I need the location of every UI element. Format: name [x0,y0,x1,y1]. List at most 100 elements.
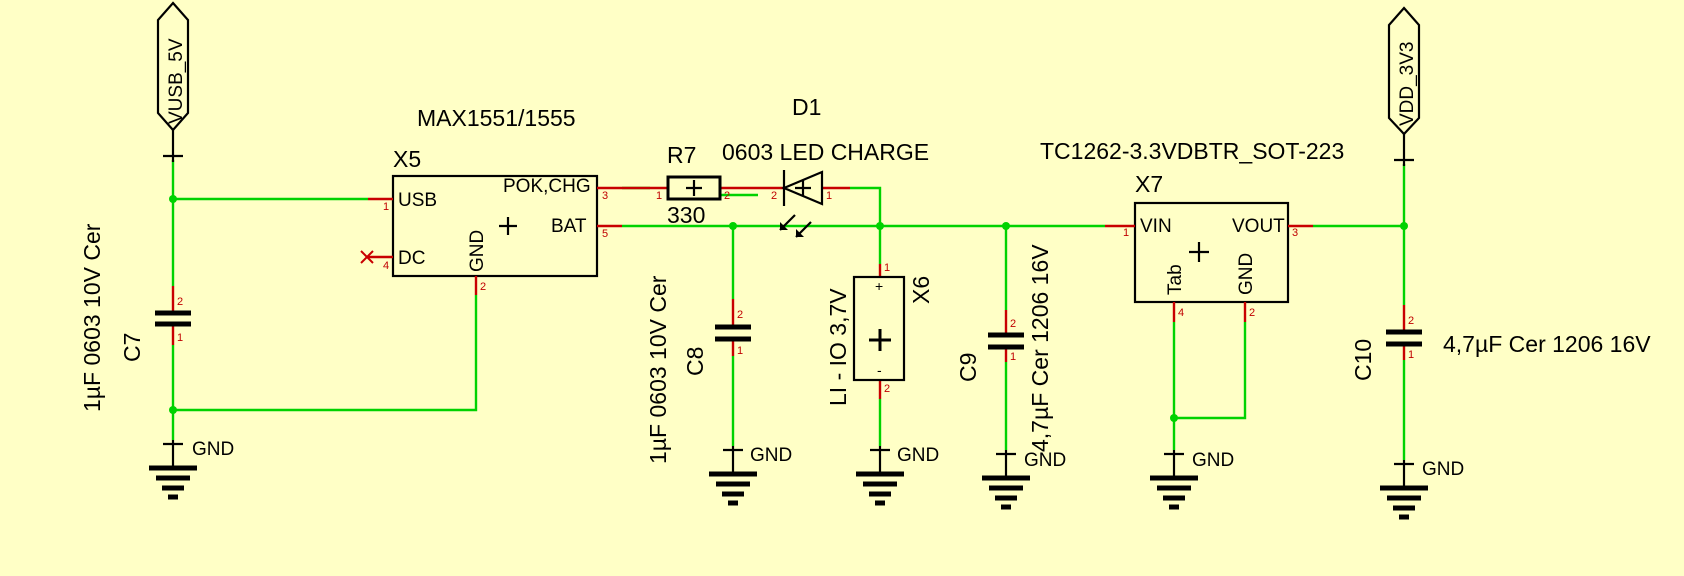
x5-pinnum-usb: 1 [383,201,389,213]
wire-x7-gnd[interactable] [1174,322,1247,420]
ic-x5-charger[interactable]: MAX1551/1555 X5 USB DC POK,CHG BAT GND 1… [360,105,622,295]
x7-origin-cross [1189,242,1209,262]
x6-plus-mark: + [875,278,883,294]
junction-dot [876,222,884,230]
x7-pin-vin: VIN [1140,216,1172,237]
x7-pin-tab: Tab [1165,264,1186,295]
x6-origin-cross [869,329,891,351]
ground-label: GND [750,445,792,466]
d1-value: 0603 LED CHARGE [722,139,929,165]
x6-ref: X6 [908,276,934,304]
ground-label: GND [1422,459,1464,480]
junction-dot [1002,222,1010,230]
junctions [169,195,1408,422]
x5-pin-dc: DC [398,248,425,269]
ground-symbol[interactable]: GND [1150,450,1234,510]
x7-pinnum-vout: 3 [1292,227,1298,239]
c7-pinnum-1: 1 [177,332,183,344]
x7-pinnum-vin: 1 [1123,227,1129,239]
x7-value: TC1262-3.3VDBTR_SOT-223 [1040,138,1344,164]
x5-pinnum-bat: 5 [602,228,608,240]
x7-pinnum-gnd: 2 [1249,307,1255,319]
x6-pinnum-2: 2 [884,383,890,395]
ground-label: GND [897,445,939,466]
x5-pin-bat: BAT [551,216,587,237]
x6-body [852,275,906,382]
x6-minus-mark: - [877,362,882,378]
vusb-power-flag[interactable]: VUSB_5V [156,1,190,162]
c9-pinnum-1: 1 [1010,351,1016,363]
wire-x5-gnd-return[interactable] [173,295,478,412]
x5-pin-pokchg: POK,CHG [503,176,591,197]
capacitor-c8[interactable]: 2 1 C8 1µF 0603 10V Cer [645,275,751,464]
r7-body [666,175,722,201]
ground-symbol[interactable]: GND [709,445,792,506]
c10-ref: C10 [1350,339,1376,381]
c10-pinnum-1: 1 [1408,349,1414,361]
wire-d1-to-bat[interactable] [850,186,882,264]
ground-label: GND [1024,450,1066,471]
junction-dot [169,195,177,203]
x5-pinnum-gnd: 2 [480,281,486,293]
d1-origin-cross [795,180,811,196]
vdd-flag-label: VDD_3V3 [1397,42,1418,127]
x7-ref: X7 [1135,171,1163,197]
d1-ref: D1 [792,94,821,120]
c10-pinnum-2: 2 [1408,315,1414,327]
c7-value: 1µF 0603 10V Cer [79,223,105,412]
light-emission-icon [779,214,812,238]
c8-pinnum-1: 1 [737,345,743,357]
c10-value: 4,7µF Cer 1206 16V [1443,331,1651,357]
x5-value: MAX1551/1555 [417,105,576,131]
junction-dot [1400,222,1408,230]
r7-pinnum-2: 2 [724,190,730,202]
c9-ref: C9 [955,353,981,382]
battery-x6[interactable]: + - X6 LI - IO 3,7V 1 2 [825,262,934,406]
capacitor-c10[interactable]: 2 1 C10 4,7µF Cer 1206 16V [1350,305,1651,381]
x6-pinnum-1: 1 [884,262,890,274]
r7-value: 330 [667,202,705,228]
vusb-flag-label: VUSB_5V [166,38,187,124]
x5-ref: X5 [393,146,421,172]
r7-pinnum-1: 1 [656,190,662,202]
vdd-power-flag[interactable]: VDD_3V3 [1387,6,1421,166]
r7-ref: R7 [667,142,696,168]
d1-pinnum-2: 2 [771,190,777,202]
x7-pin-gnd: GND [1236,253,1257,295]
resistor-r7[interactable]: R7 330 1 2 [622,142,758,228]
led-d1[interactable]: D1 0603 LED CHARGE 2 1 [722,94,929,238]
c8-value: 1µF 0603 10V Cer [645,275,671,464]
dc-no-connect-mark [360,250,374,264]
x7-pin-vout: VOUT [1232,216,1285,237]
junction-dot [729,222,737,230]
wires [171,160,1406,460]
c7-pinnum-2: 2 [177,296,183,308]
capacitor-c9[interactable]: 2 1 C9 4,7µF Cer 1206 16V [955,244,1053,452]
x7-body [1133,201,1290,304]
ground-symbol[interactable]: GND [982,450,1066,510]
c7-ref: C7 [119,333,145,362]
regulator-x7[interactable]: TC1262-3.3VDBTR_SOT-223 X7 VIN VOUT Tab … [1040,138,1344,322]
x5-pinnum-pokchg: 3 [602,190,608,202]
x5-pin-usb: USB [398,190,437,211]
r7-origin-cross [686,180,702,196]
x5-origin-cross [499,217,517,235]
x5-pin-gnd: GND [467,230,488,272]
capacitor-c7[interactable]: 2 1 C7 1µF 0603 10V Cer [79,223,191,412]
c8-ref: C8 [682,347,708,376]
x7-pinnum-tab: 4 [1178,307,1184,319]
c9-value: 4,7µF Cer 1206 16V [1027,244,1053,452]
c9-pinnum-2: 2 [1010,318,1016,330]
d1-pinnum-1: 1 [826,190,832,202]
ground-symbol[interactable]: GND [856,445,939,506]
c8-pinnum-2: 2 [737,309,743,321]
junction-dot [169,406,177,414]
junction-dot [1170,414,1178,422]
ground-symbol[interactable]: GND [1380,459,1464,520]
ground-symbol[interactable]: GND [149,439,234,500]
x6-value: LI - IO 3,7V [825,288,851,406]
ground-label: GND [192,439,234,460]
ground-label: GND [1192,450,1234,471]
x5-pinnum-dc: 4 [383,260,389,272]
